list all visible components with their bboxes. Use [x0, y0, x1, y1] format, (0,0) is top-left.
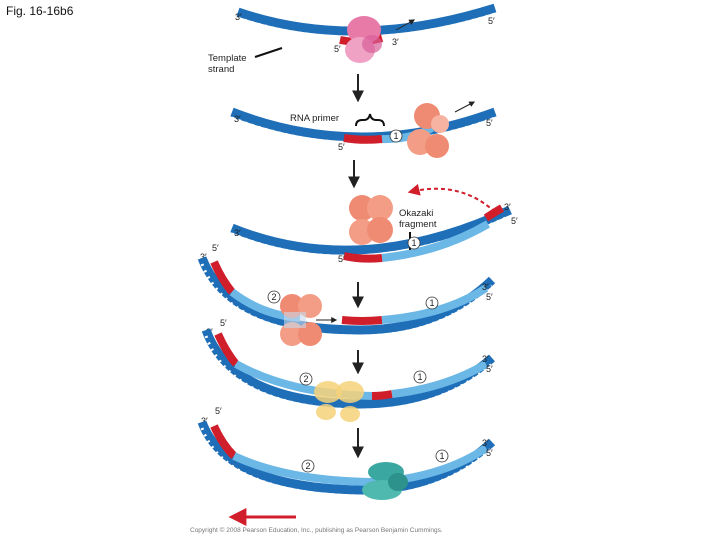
end-label-5p-right: 5′ [486, 292, 493, 302]
end-label-3p: 3′ [235, 12, 242, 22]
primer-end-3p: 3′ [392, 37, 399, 47]
rna-primer-label: RNA primer [290, 113, 339, 124]
rna-primer-2 [210, 260, 236, 295]
end-label-5p-right: 5′ [486, 448, 493, 458]
dna-pol-iii-enzyme [280, 294, 322, 346]
end-label-3p: 3′ [234, 228, 241, 238]
step-1-primase: 3′ 5′ 5′ 3′ Template strand [208, 3, 497, 75]
copyright-notice: Copyright © 2008 Pearson Education, Inc.… [190, 527, 443, 534]
end-label-5p: 5′ [486, 118, 493, 128]
fragment-2-number: 2 [271, 292, 276, 302]
lagging-end-5p: 5′ [215, 406, 222, 416]
fragment-1-number: 1 [429, 298, 434, 308]
dna-ligase-enzyme [362, 462, 408, 500]
fragment-2-number: 2 [303, 374, 308, 384]
end-label-3p: 3′ [234, 114, 241, 124]
template-label-line2: strand [208, 64, 234, 75]
rna-primer-2 [214, 332, 240, 367]
primer-end-5p: 5′ [338, 254, 345, 264]
rna-primer [343, 252, 383, 263]
end-label-5p: 5′ [488, 16, 495, 26]
okazaki-label-line2: fragment [399, 219, 437, 230]
okazaki-fragment-1 [391, 360, 489, 398]
rna-primer-2 [210, 424, 237, 459]
step-4-second-fragment: 2 1 3′ 5′ 5′ 3′ [197, 256, 496, 346]
step-2-primer-elongation: 3′ 5′ 5′ RNA primer 1 [230, 101, 497, 158]
new-dna-fragment [379, 124, 434, 144]
fragment-2-number: 2 [305, 461, 310, 471]
fragment-1-number: 1 [411, 238, 416, 248]
fragment-1-marker [435, 449, 449, 463]
fragment-2-marker [267, 290, 281, 304]
dna-pol-iii-enzyme [407, 103, 449, 158]
red-return-arrow [407, 183, 496, 213]
fragment-1-marker [407, 236, 421, 250]
okazaki-fragment-1 [381, 284, 489, 324]
end-label-3p-right: 3′ [482, 438, 489, 448]
lagging-end-5p: 5′ [220, 318, 227, 328]
primase-enzyme [345, 16, 382, 63]
step-5-dna-pol-i: 2 1 3′ 5′ 5′ 3′ [201, 328, 495, 426]
rna-primer [343, 134, 383, 144]
okazaki-fragment-2 [232, 452, 381, 486]
primer-end-5p: 5′ [334, 44, 341, 54]
template-leader-line [254, 47, 283, 58]
fragment-2-marker [301, 459, 315, 473]
primer-direction-arrow [395, 19, 416, 31]
end-label-3p-right: 3′ [504, 202, 511, 212]
step-3-okazaki-fragment: 3′ 5′ 3′ 5′ Okazaki fragment 1 5′ 3′ [200, 183, 518, 264]
template-strand [230, 205, 512, 255]
step-6-dna-ligase: 2 1 3′ 5′ [197, 420, 496, 500]
rna-primer-remnant [371, 390, 393, 400]
fragment-1-number: 1 [393, 131, 398, 141]
lagging-end-5p: 5′ [212, 243, 219, 253]
fragment-1-marker [425, 296, 439, 310]
template-label-line1: Template [208, 53, 247, 64]
okazaki-fragment-1 [381, 220, 491, 262]
fragment-1-marker [389, 129, 403, 143]
fragment-1-marker [413, 370, 427, 384]
primer-end-5p: 5′ [338, 142, 345, 152]
end-label-5p-right: 5′ [486, 364, 493, 374]
dna-pol-iii-enzyme-released [349, 195, 393, 245]
dna-pol-i-enzyme [314, 381, 364, 422]
rna-primer-bracket [355, 113, 385, 127]
end-label-3p-right: 3′ [482, 282, 489, 292]
fragment-1-number: 1 [439, 451, 444, 461]
rna-primer-1 [341, 316, 383, 325]
end-label-5p-right: 5′ [511, 216, 518, 226]
fragment-2-marker [299, 372, 313, 386]
lagging-end-3p: 3′ [201, 416, 208, 426]
lagging-end-3p: 3′ [200, 252, 207, 262]
figure-title: Fig. 16-16b6 [6, 4, 74, 18]
okazaki-label-line1: Okazaki [399, 208, 433, 219]
primer-next [483, 204, 504, 222]
end-label-3p-right: 3′ [482, 354, 489, 364]
template-strand [230, 107, 497, 142]
elongation-direction-arrow [454, 101, 476, 113]
fragment-1-number: 1 [417, 372, 422, 382]
